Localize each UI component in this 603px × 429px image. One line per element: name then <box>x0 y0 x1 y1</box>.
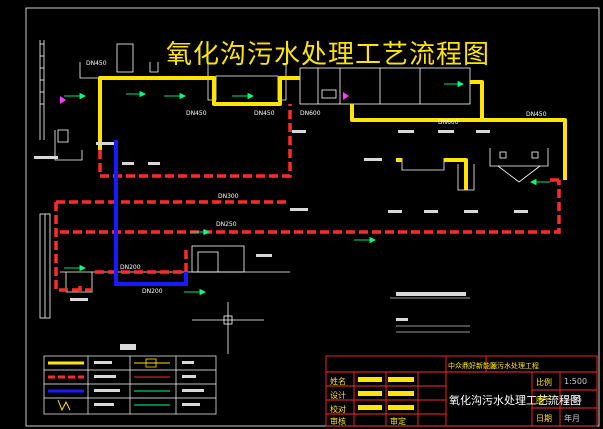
drawing-border <box>25 7 600 427</box>
legend-symbols <box>48 358 170 412</box>
drawing-title: 氧化沟污水处理工艺流程图 <box>166 40 491 70</box>
structures <box>39 40 549 354</box>
pipe-label-dn450-c: DN450 <box>254 110 275 117</box>
title-block-date-label: 日期 <box>536 414 552 423</box>
flow-arrows <box>64 80 550 296</box>
sludge-pipe <box>114 140 188 286</box>
legend-table <box>43 355 217 415</box>
title-block-project: 区污水处理工程 <box>490 362 539 370</box>
title-block-company: 中众鼎好新能源 <box>448 362 497 370</box>
pipe-label-dn600-b: DN600 <box>438 119 459 126</box>
title-block-sheet-label: 图号 <box>536 396 552 405</box>
equipment-tags <box>34 130 528 350</box>
pipe-label-dn250: DN250 <box>216 221 237 228</box>
title-block-sheet-value: S-05 <box>564 395 583 404</box>
title-block-date-value: 年月 <box>564 414 580 423</box>
title-block-value-bars <box>358 377 414 410</box>
title-block-frame <box>325 355 598 427</box>
title-block-scale-label: 比例 <box>536 378 552 387</box>
title-block-scale-value: 1:500 <box>564 377 588 386</box>
pipe-label-dn200-b: DN200 <box>142 288 163 295</box>
pipe-label-dn450-d: DN450 <box>526 111 547 118</box>
sludge-return-pipe <box>54 104 561 292</box>
title-block-row-2: 校对 <box>330 405 346 414</box>
pipe-label-dn450-a: DN450 <box>86 60 107 67</box>
pipe-label-dn300: DN300 <box>218 193 239 200</box>
legend-text-bars <box>94 361 204 406</box>
pipe-label-dn450-b: DN450 <box>186 110 207 117</box>
title-block-row-3: 审核 <box>330 417 346 426</box>
title-block-row-1: 设计 <box>330 391 346 400</box>
title-block-row-4: 审定 <box>390 417 406 426</box>
notes-lines <box>390 297 470 333</box>
title-block-row-0: 姓名 <box>330 377 346 386</box>
title-block-drawing-name: 氧化沟污水处理工艺流程图 <box>449 394 581 407</box>
pipe-label-dn200-a: DN200 <box>120 264 141 271</box>
sewage-pipe <box>98 76 567 190</box>
pipe-label-dn600-a: DN600 <box>300 110 321 117</box>
valve-markers <box>60 92 349 104</box>
